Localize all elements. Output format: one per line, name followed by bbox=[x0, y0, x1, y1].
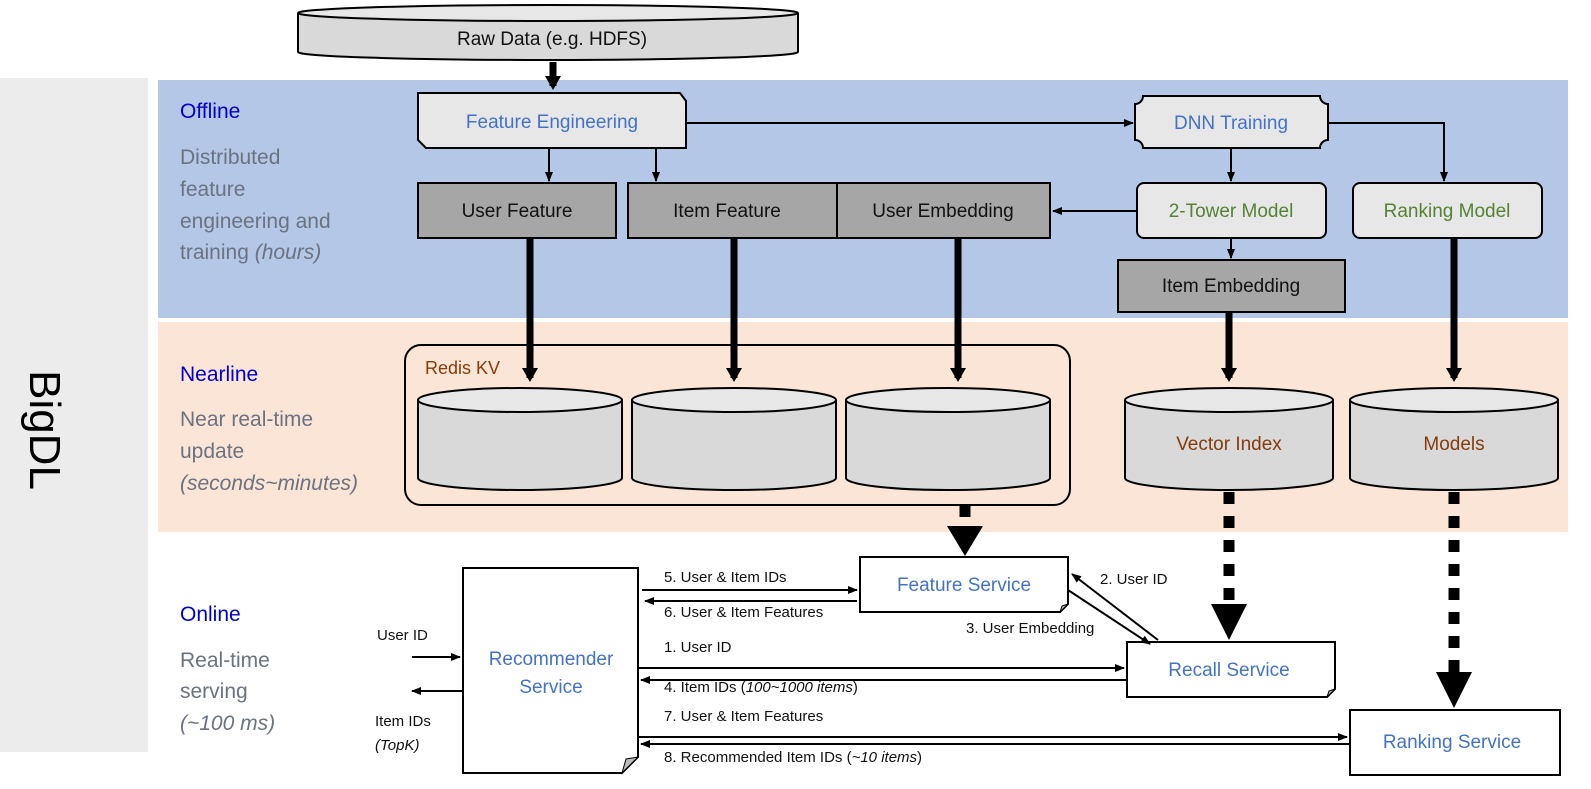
offline-desc: feature bbox=[180, 178, 245, 201]
dnn-training-box bbox=[1134, 95, 1329, 149]
item-ids-output-label: Item IDs bbox=[375, 713, 431, 730]
flow-label-2: 2. User ID bbox=[1100, 571, 1168, 588]
redis-item-feature-store bbox=[631, 387, 837, 491]
dnn-training-label: DNN Training bbox=[1174, 113, 1288, 134]
flow-label-6: 6. User & Item Features bbox=[664, 604, 823, 621]
redis-user-embedding-store bbox=[845, 387, 1051, 491]
online-desc: serving bbox=[180, 680, 248, 703]
feature-service-box[interactable]: Feature Service bbox=[859, 556, 1069, 613]
online-desc: (~100 ms) bbox=[180, 712, 275, 735]
arrow bbox=[1328, 122, 1448, 182]
raw-data-label: Raw Data (e.g. HDFS) bbox=[457, 29, 647, 50]
models-store: Models bbox=[1349, 387, 1559, 491]
recommender-service-label: Recommender bbox=[489, 649, 614, 670]
item-feature-label: Item Feature bbox=[673, 201, 781, 222]
offline-desc: engineering and bbox=[180, 210, 331, 233]
ranking-service-box[interactable]: Ranking Service bbox=[1349, 709, 1561, 776]
item-embedding-label: Item Embedding bbox=[1162, 276, 1300, 297]
bigdl-side-band bbox=[0, 78, 148, 752]
feature-engineering-label: Feature Engineering bbox=[466, 112, 638, 133]
dashed-arrows bbox=[959, 492, 1460, 672]
arrowhead bbox=[947, 526, 983, 556]
item-embedding-box bbox=[1117, 259, 1346, 313]
user-embedding-label: User Embedding bbox=[872, 201, 1014, 222]
offline-desc: Distributed bbox=[180, 146, 280, 169]
arrowhead bbox=[1436, 672, 1472, 708]
item-ids-output-topk: (TopK) bbox=[375, 737, 419, 754]
online-heading: Online bbox=[180, 603, 241, 626]
raw-data-store: Raw Data (e.g. HDFS) bbox=[297, 4, 799, 61]
flow-label-3: 3. User Embedding bbox=[966, 620, 1094, 637]
recommender-service-box[interactable]: Recommender Service bbox=[462, 567, 640, 775]
ranking-model-box bbox=[1352, 182, 1543, 239]
ranking-service-label: Ranking Service bbox=[1383, 732, 1521, 753]
flow-arrows bbox=[411, 573, 1350, 748]
vector-index-store: Vector Index bbox=[1124, 387, 1334, 491]
user-id-input-label: User ID bbox=[377, 627, 428, 644]
feature-service-label: Feature Service bbox=[897, 575, 1031, 596]
flow-label-4: 4. Item IDs (100~1000 items) bbox=[664, 679, 858, 696]
vector-index-label: Vector Index bbox=[1176, 434, 1282, 455]
flow-label-1: 1. User ID bbox=[664, 639, 732, 656]
user-feature-label: User Feature bbox=[462, 201, 573, 222]
ranking-model-label: Ranking Model bbox=[1384, 201, 1511, 222]
recall-service-box[interactable]: Recall Service bbox=[1126, 641, 1336, 698]
recommender-service-label: Service bbox=[519, 677, 582, 698]
arrowhead bbox=[1211, 604, 1247, 640]
feature-engineering-box bbox=[417, 92, 687, 149]
offline-heading: Offline bbox=[180, 100, 240, 123]
two-tower-model-label: 2-Tower Model bbox=[1169, 201, 1294, 222]
bigdl-title: BigDL bbox=[20, 370, 69, 490]
flow-label-5: 5. User & Item IDs bbox=[664, 569, 787, 586]
nearline-desc: Near real-time bbox=[180, 408, 313, 431]
flow-label-7: 7. User & Item Features bbox=[664, 708, 823, 725]
redis-user-feature-store bbox=[417, 387, 623, 491]
user-embedding-box bbox=[836, 182, 1051, 239]
flow-label-8: 8. Recommended Item IDs (~10 items) bbox=[664, 749, 922, 766]
online-desc: Real-time bbox=[180, 649, 270, 672]
nearline-desc: (seconds~minutes) bbox=[180, 472, 358, 495]
recall-service-label: Recall Service bbox=[1168, 660, 1289, 681]
nearline-heading: Nearline bbox=[180, 363, 258, 386]
user-feature-box bbox=[417, 182, 617, 239]
redis-kv-label: Redis KV bbox=[425, 358, 500, 378]
nearline-desc: update bbox=[180, 440, 244, 463]
thick-arrows bbox=[522, 238, 1462, 382]
offline-desc: training (hours) bbox=[180, 241, 321, 264]
models-label: Models bbox=[1423, 434, 1484, 455]
